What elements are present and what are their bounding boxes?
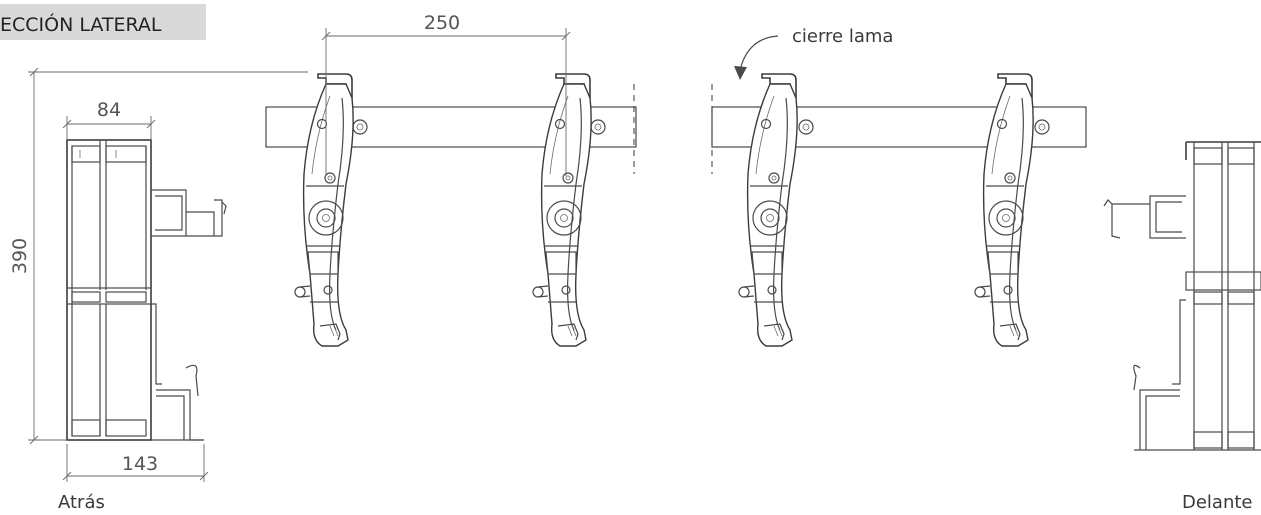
section-title-box — [0, 4, 206, 40]
left-beam-pivot-1 — [352, 119, 368, 135]
blade-spacing-value: 250 — [424, 12, 460, 34]
dimension-frame-bottom-width: 143 — [62, 444, 209, 482]
blade-4 — [974, 73, 1034, 347]
front-label: Delante — [1182, 492, 1253, 513]
left-beam — [265, 84, 637, 174]
blade-2 — [532, 73, 592, 347]
front-frame-profile — [1103, 141, 1261, 451]
back-frame-profile — [66, 139, 227, 441]
back-label: Atrás — [58, 492, 105, 513]
blade-1 — [294, 73, 354, 347]
right-beam — [711, 84, 1087, 174]
section-title: ECCIÓN LATERAL — [0, 12, 162, 36]
dimension-blade-spacing: 250 — [321, 12, 571, 176]
frame-height-value: 390 — [9, 238, 31, 274]
blade-closure-label: cierre lama — [792, 26, 893, 47]
left-beam-pivot-2 — [590, 119, 606, 135]
dimension-frame-height: 390 — [9, 67, 308, 445]
right-beam-pivot-2 — [1034, 119, 1050, 135]
frame-bottom-width-value: 143 — [122, 453, 158, 475]
right-beam-pivot-1 — [798, 119, 814, 135]
dimension-frame-top-width: 84 — [62, 99, 156, 140]
blade-closure-annotation: cierre lama — [734, 26, 893, 80]
frame-top-width-value: 84 — [97, 99, 121, 121]
blade-3 — [738, 73, 798, 347]
